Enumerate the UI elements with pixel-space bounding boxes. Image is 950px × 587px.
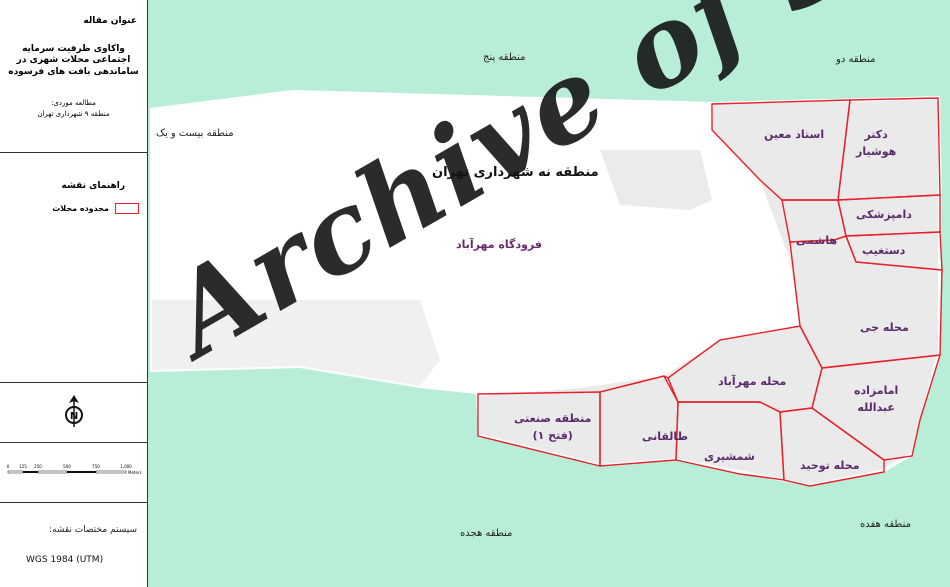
neighborhood-mehrabad: محله مهرآباد [718, 375, 787, 388]
zone-label-21: منطقه بیست و یک [156, 128, 234, 139]
neighborhood-ostad-moin: استاد معین [764, 128, 825, 141]
district-map [148, 0, 950, 587]
legend-panel: عنوان مقاله واکاوی ظرفیت سرمایه اجتماعی … [0, 0, 148, 587]
neighborhood-dr-hoshyar: دکتر هوشیار [856, 126, 896, 160]
zone-label-2: منطقه دو [836, 54, 876, 65]
airport-label: فرودگاه مهرآباد [456, 238, 542, 251]
study-label: مطالعه موردی: [51, 99, 96, 107]
built-area-west [152, 300, 440, 386]
neighborhood-dastghib: دستغیب [862, 244, 906, 257]
neighborhood-industrial: منطقه صنعتی (فتح ۱) [514, 410, 591, 444]
legend-item-neighborhood-boundary: محدوده محلات [52, 203, 139, 214]
built-area-north [600, 150, 712, 210]
boundary-mehrabad-west [599, 375, 669, 393]
legend-heading: راهنمای نقشه [61, 181, 125, 191]
neighborhood-shamshiri: شمشیری [704, 450, 755, 463]
north-arrow-icon: N [65, 395, 83, 427]
crs-label: سیستم مختصات نقشه: [48, 525, 137, 535]
study-area: مطالعه موردی: منطقه ۹ شهرداری تهران [4, 98, 143, 119]
scale-tick-750: 750 [92, 464, 100, 469]
map-area: منطقه پنج منطقه دو منطقه بیست و یک منطقه… [148, 0, 950, 587]
zone-label-5: منطقه پنج [483, 52, 526, 63]
legend-box: راهنمای نقشه محدوده محلات [0, 153, 147, 383]
scale-bar: 0 125 250 500 750 1,000 Meters [7, 464, 142, 475]
dr-hoshyar-line1: دکتر [864, 128, 888, 141]
neighborhood-boundaries [477, 97, 943, 487]
industrial-line2: (فتح ۱) [532, 429, 573, 443]
neighborhood-emamzadeh: امامزاده عبدالله [854, 382, 898, 416]
article-heading: عنوان مقاله [83, 16, 137, 26]
study-area-name: منطقه ۹ شهرداری تهران [37, 109, 110, 118]
boundary-swatch [115, 203, 139, 214]
article-title: واکاوی ظرفیت سرمایه اجتماعی محلات شهری د… [8, 44, 139, 77]
scale-tick-1000: 1,000 [120, 464, 132, 469]
north-arrow-box: N [0, 383, 147, 443]
neighborhood-hashemi: هاشمی [796, 234, 838, 247]
scale-tick-0: 0 [7, 464, 10, 469]
scale-tick-125: 125 [19, 464, 27, 469]
neighborhood-taleghani: طالقانی [642, 430, 688, 443]
dr-hoshyar-line2: هوشیار [856, 145, 897, 159]
scale-unit: Meters [128, 470, 142, 475]
scale-tick-500: 500 [63, 464, 71, 469]
district-title: منطقه نه شهرداری تهران [432, 165, 599, 180]
legend-item-label: محدوده محلات [52, 204, 109, 213]
crs-value: WGS 1984 (UTM) [26, 555, 104, 565]
built-area-east [480, 100, 938, 484]
boundary-towhid [779, 407, 885, 487]
zone-label-18: منطقه هجده [460, 528, 513, 539]
neighborhood-towhid: محله توحید [800, 459, 860, 472]
zone-label-17: منطقه هفده [860, 519, 911, 530]
scale-tick-250: 250 [34, 464, 42, 469]
neighborhood-jey: محله جی [860, 321, 909, 334]
industrial-line1: منطقه صنعتی [514, 412, 592, 425]
neighborhood-damapezeshki: دامپزشکی [856, 208, 912, 221]
emamzadeh-line1: امامزاده [854, 384, 899, 397]
title-box: عنوان مقاله واکاوی ظرفیت سرمایه اجتماعی … [0, 0, 147, 153]
coordinate-system-box: سیستم مختصات نقشه: WGS 1984 (UTM) [0, 503, 147, 587]
svg-text:N: N [70, 411, 78, 422]
emamzadeh-line2: عبدالله [857, 401, 895, 415]
scale-bar-box: 0 125 250 500 750 1,000 Meters [0, 443, 147, 503]
